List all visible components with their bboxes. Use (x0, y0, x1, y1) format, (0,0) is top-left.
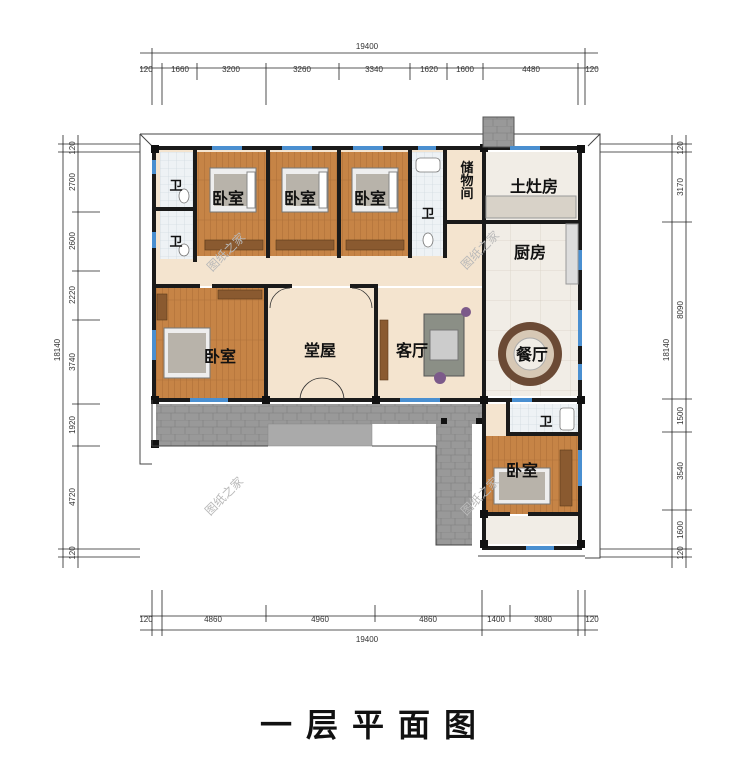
dim-right-6: 120 (676, 546, 685, 560)
dim-right-2: 8090 (676, 301, 685, 319)
dim-left-7: 120 (68, 546, 77, 560)
room-label-bath-1: 卫 (169, 179, 182, 194)
dim-left-4: 3740 (68, 353, 77, 371)
dim-top-5: 1620 (420, 65, 438, 74)
dim-bottom-6: 120 (585, 615, 599, 624)
right-dimension-chain (600, 135, 692, 568)
room-label-main-hall: 堂屋 (304, 341, 336, 360)
dim-bottom-1: 4860 (204, 615, 222, 624)
room-label-bath-2: 卫 (169, 235, 182, 250)
room-label-kitchen: 厨房 (514, 243, 546, 262)
dim-left-5: 1920 (68, 416, 77, 434)
dim-right-total: 18140 (662, 338, 671, 361)
dim-left-3: 2220 (68, 286, 77, 304)
room-label-bedroom-5: 卧室 (506, 461, 538, 480)
dim-bottom-3: 4860 (419, 615, 437, 624)
dining-table (498, 322, 562, 386)
kitchen-counter (565, 223, 579, 285)
dim-top-total: 19400 (356, 42, 379, 51)
dim-right-4: 3540 (676, 462, 685, 480)
bed-furniture (163, 167, 551, 505)
top-dimension-chain (140, 48, 598, 105)
room-label-storage: 储物间 (458, 160, 475, 201)
sofa-set (423, 307, 471, 384)
windows (152, 146, 582, 550)
plan-title: 一层平面图 (259, 706, 490, 744)
room-label-dining-room: 餐厅 (515, 345, 548, 364)
dim-top-8: 120 (585, 65, 599, 74)
dim-left-total: 18140 (53, 338, 62, 361)
watermark-3: 图纸之家 (202, 474, 247, 519)
dim-left-2: 2600 (68, 232, 77, 250)
bath-fixtures (178, 157, 575, 431)
dim-top-6: 1600 (456, 65, 474, 74)
dim-bottom-2: 4960 (311, 615, 329, 624)
corridor-floor (152, 256, 482, 286)
dim-top-7: 4480 (522, 65, 540, 74)
dim-bottom-4: 1400 (487, 615, 505, 624)
dim-left-1: 2700 (68, 173, 77, 191)
room-label-bedroom-3: 卧室 (354, 189, 386, 208)
room-label-stove-room: 土灶房 (510, 177, 558, 196)
dim-top-1: 1660 (171, 65, 189, 74)
room-label-bath-4: 卫 (539, 415, 552, 430)
main-hall-doors (269, 287, 373, 401)
entrance-steps (267, 423, 373, 447)
dim-right-5: 1600 (676, 521, 685, 539)
chimney (482, 116, 515, 148)
dim-bottom-0: 120 (139, 615, 153, 624)
dim-top-3: 3260 (293, 65, 311, 74)
wardrobes (156, 239, 573, 507)
room-label-bedroom-2: 卧室 (284, 189, 316, 208)
dim-bottom-5: 3080 (534, 615, 552, 624)
dim-top-4: 3340 (365, 65, 383, 74)
dim-right-1: 3170 (676, 178, 685, 196)
roof-outline (139, 133, 601, 559)
dim-left-0: 120 (68, 141, 77, 155)
room-label-bath-3: 卫 (421, 207, 434, 222)
terrace-edges (151, 400, 585, 557)
dim-top-0: 120 (139, 65, 153, 74)
bottom-dimension-chain (140, 590, 598, 636)
storage-floor (447, 152, 483, 222)
dim-right-3: 1500 (676, 407, 685, 425)
dim-right-0: 120 (676, 141, 685, 155)
room-label-bedroom-1: 卧室 (212, 189, 244, 208)
main-hall-floor (268, 288, 374, 398)
dim-top-2: 3200 (222, 65, 240, 74)
dim-bottom-total: 19400 (356, 635, 379, 644)
left-dimension-chain (58, 135, 140, 568)
stove (485, 195, 577, 219)
room-label-living-room: 客厅 (396, 341, 428, 360)
room-label-bedroom-4: 卧室 (204, 347, 236, 366)
back-porch-floor (486, 516, 578, 544)
wall-pillars (151, 144, 585, 548)
dim-left-6: 4720 (68, 488, 77, 506)
